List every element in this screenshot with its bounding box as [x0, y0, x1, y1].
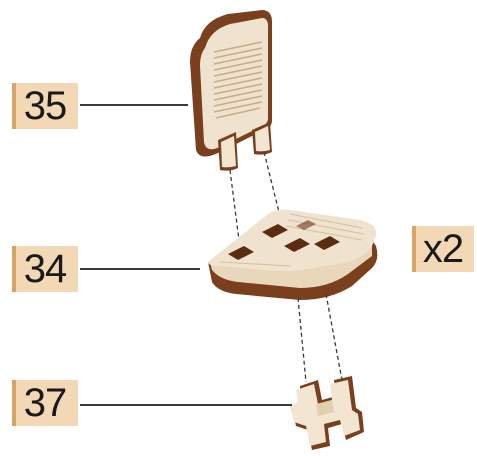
leader-line-34 — [80, 268, 200, 270]
guide-lines-lower — [297, 293, 343, 383]
part-label-34: 34 — [12, 246, 78, 292]
part-label-37: 37 — [12, 380, 78, 426]
part-number-35: 35 — [23, 84, 67, 128]
connector-part — [290, 376, 364, 450]
leader-line-35 — [80, 104, 188, 106]
quantity-label: x2 — [412, 226, 474, 272]
quantity-text: x2 — [422, 227, 464, 271]
leader-line-37 — [80, 404, 292, 406]
guide-lines-upper — [229, 151, 287, 249]
part-number-34: 34 — [23, 247, 67, 291]
part-label-35: 35 — [12, 83, 78, 129]
part-number-37: 37 — [23, 381, 67, 425]
seat-part — [208, 209, 378, 300]
backrest-part — [190, 10, 272, 171]
